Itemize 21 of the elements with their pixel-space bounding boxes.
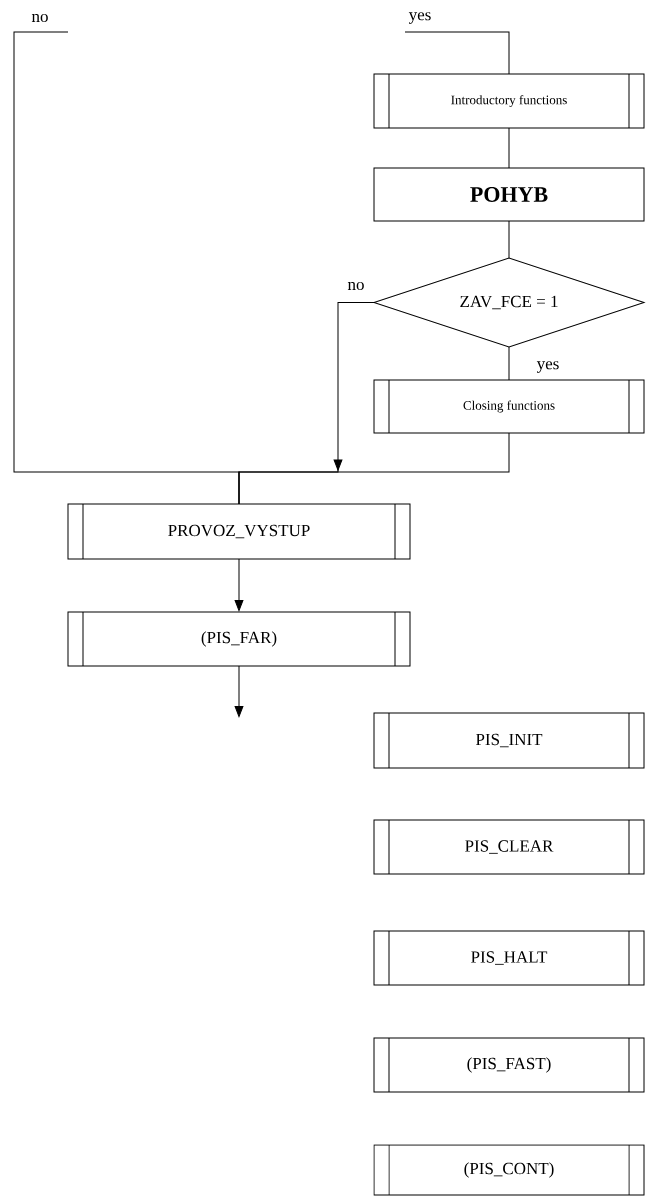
subroutine-box: PIS_INIT (373, 712, 645, 769)
subroutine-box: Introductory functions (373, 73, 645, 129)
subroutine-box: Closing functions (373, 379, 645, 434)
connector (508, 346, 510, 381)
connector (234, 665, 244, 718)
connector (508, 220, 510, 259)
subroutine-box: PROVOZ_VYSTUP (67, 503, 411, 560)
subroutine-box: (PIS_CONT) (373, 1144, 645, 1196)
subroutine-box: PIS_HALT (373, 930, 645, 986)
process-box: POHYB (373, 167, 645, 222)
subroutine-box: PIS_CLEAR (373, 819, 645, 875)
subroutine-box: (PIS_FAST) (373, 1037, 645, 1093)
edge-label: yes (407, 11, 433, 25)
edge-label: no (30, 12, 50, 24)
connector (234, 558, 244, 612)
subroutine-box: (PIS_FAR) (67, 611, 411, 667)
edge-label: yes (535, 360, 561, 374)
connector (404, 31, 510, 75)
connector (508, 127, 510, 169)
edge-label: no (346, 280, 366, 292)
connector (13, 31, 240, 505)
